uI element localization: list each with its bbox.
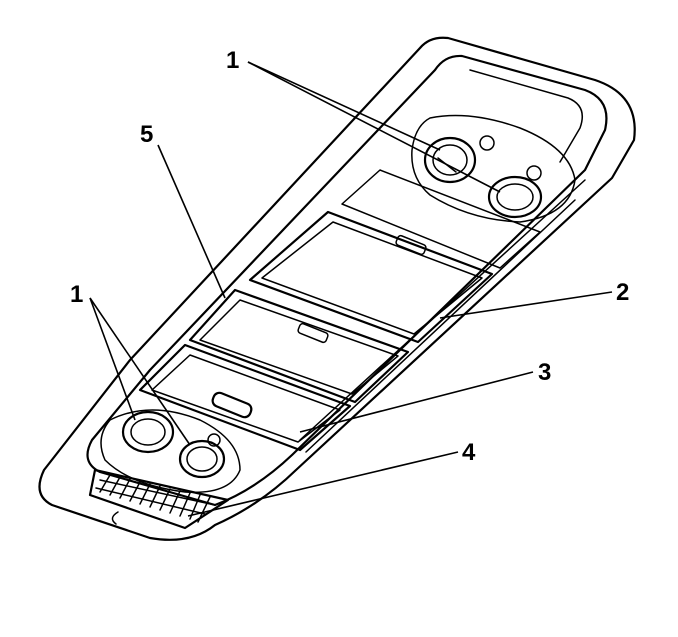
leader-5	[157, 144, 226, 299]
callout-3: 3	[538, 359, 551, 386]
indicator-led-top-1	[479, 135, 495, 151]
reading-lamp-switch-left[interactable]	[121, 410, 175, 454]
indicator-led-bottom	[207, 433, 221, 447]
console-bezel-line	[469, 69, 583, 163]
divider-plate-upper	[341, 169, 541, 269]
courtesy-lamp-lens	[88, 468, 230, 530]
callout-1-top: 1	[226, 47, 239, 74]
bottom-lamp-assembly	[100, 409, 241, 494]
top-lamp-assembly	[411, 114, 576, 223]
reading-lamp-switch-right[interactable]	[178, 439, 226, 479]
storage-door-latch-upper[interactable]	[395, 234, 427, 256]
console-right-edge-1	[299, 179, 586, 441]
callout-5: 5	[140, 121, 153, 148]
leader-2	[439, 291, 613, 319]
leader-1-top-b	[247, 61, 501, 193]
garage-door-opener-button[interactable]	[211, 391, 253, 419]
leader-1-bottom-b	[89, 297, 191, 446]
leader-3	[299, 371, 534, 433]
console-right-edge-2	[305, 199, 576, 453]
leader-1-top-a	[247, 61, 441, 151]
middle-panel	[188, 288, 410, 404]
storage-compartment-door[interactable]	[248, 210, 494, 344]
callout-1-bottom: 1	[70, 281, 83, 308]
storage-door-latch-middle[interactable]	[297, 322, 329, 344]
callout-4: 4	[462, 439, 476, 466]
leader-4	[187, 451, 459, 517]
indicator-led-top-2	[526, 165, 542, 181]
retaining-clip-mark	[111, 511, 119, 525]
console-inner-rim	[86, 54, 608, 507]
console-outer-housing	[38, 36, 636, 541]
leader-1-bottom-a	[89, 297, 136, 421]
lower-compartment	[138, 343, 352, 452]
dome-lamp-switch-right[interactable]	[487, 175, 543, 219]
leader-lines	[89, 61, 613, 517]
callout-2: 2	[616, 279, 629, 306]
